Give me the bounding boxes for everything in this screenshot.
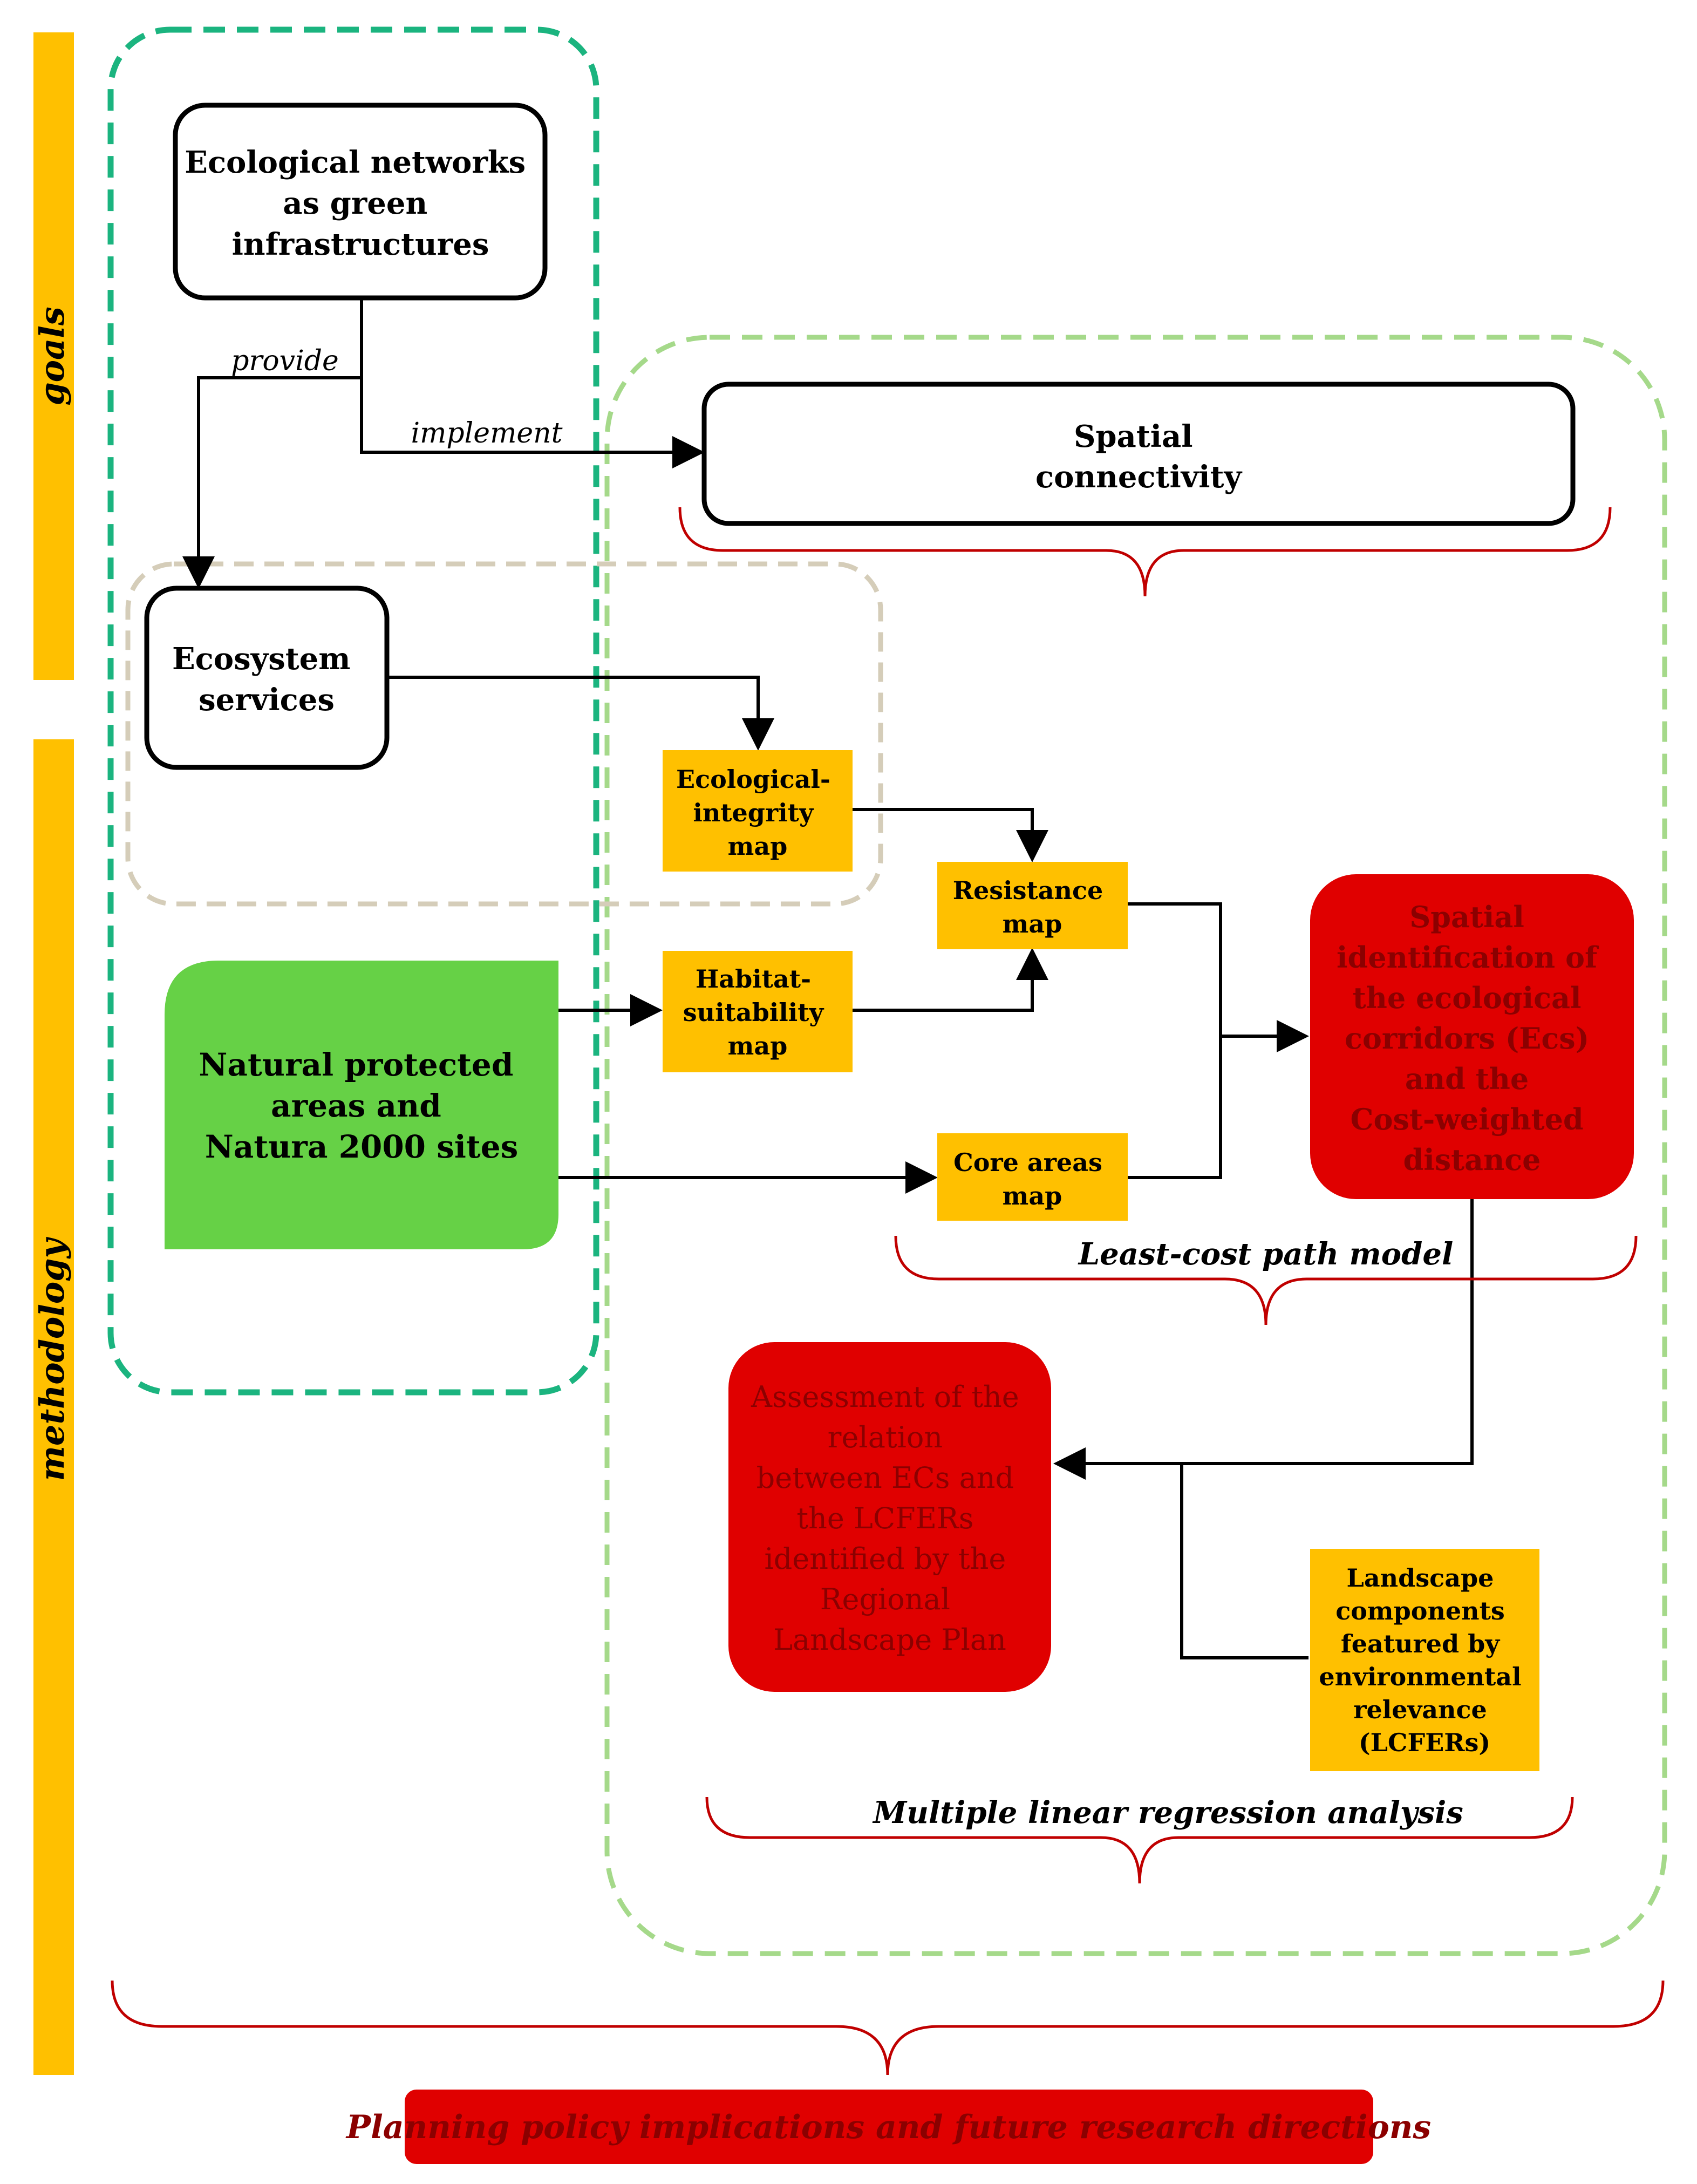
core-areas-map-box (937, 1133, 1128, 1221)
edge-resistance-to-join (1128, 902, 1222, 1179)
ecological-integrity-map-text: Ecological- integrity map (676, 765, 839, 861)
resistance-map-box (937, 862, 1128, 949)
provide-label: provide (231, 345, 339, 377)
least-cost-label: Least-cost path model (1078, 1236, 1453, 1272)
spatial-identification-text: Spatial identification of the ecological… (1337, 900, 1607, 1177)
methodology-bar (33, 739, 74, 2075)
methodology-region (604, 335, 1667, 1956)
spatial-connectivity-box (701, 382, 1576, 526)
landscape-components-box (1310, 1549, 1539, 1771)
footer-text: Planning policy implications and future … (345, 2108, 1431, 2146)
ecosystem-services-text: Ecosystem services (172, 641, 361, 718)
goals-bar (33, 32, 74, 680)
ecosystem-services-box (144, 586, 390, 770)
core-areas-map-text: Core areas map (953, 1148, 1111, 1210)
natural-protected-areas-box (165, 961, 558, 1249)
resistance-map-text: Resistance map (953, 876, 1112, 938)
connectors (182, 298, 1474, 1659)
edge-provide (182, 376, 362, 589)
methodology-label: methodology (32, 1236, 72, 1481)
braces (111, 507, 1665, 2076)
connectivity-brace (678, 507, 1612, 597)
edge-habitat-to-resistance (853, 948, 1048, 1012)
footer-box (405, 2090, 1373, 2164)
ecosystem-region (125, 561, 883, 907)
edge-implement (360, 298, 705, 468)
edge-lcfer-to-join (1180, 1464, 1308, 1659)
natural-protected-areas-text: Natural protected areas and Natura 2000 … (199, 1046, 524, 1165)
regression-label: Multiple linear regression analysis (872, 1795, 1463, 1831)
least-cost-brace (894, 1235, 1638, 1325)
green-infrastructure-region (107, 26, 599, 1396)
edge-ecosystem-to-integrity (389, 676, 774, 751)
habitat-suitability-map-box (663, 951, 853, 1072)
spatial-connectivity-text: Spatial connectivity (1035, 419, 1242, 495)
implement-label: implement (411, 417, 562, 450)
overall-brace (111, 1980, 1665, 2076)
regression-brace (705, 1797, 1574, 1884)
edge-identification-to-assessment (1053, 1199, 1474, 1480)
ecological-networks-box (173, 103, 548, 301)
ecological-integrity-map-box (663, 750, 853, 872)
assessment-text: Assessment of the relation between ECs a… (751, 1380, 1028, 1657)
habitat-suitability-map-text: Habitat- suitability map (683, 964, 832, 1060)
goals-label: goals (32, 307, 72, 405)
ecological-networks-text: Ecological networks as green infrastruct… (185, 145, 536, 262)
spatial-identification-box (1310, 874, 1634, 1199)
edge-integrity-to-resistance (853, 808, 1048, 862)
landscape-components-text: Landscape components featured by environ… (1319, 1563, 1530, 1757)
assessment-box (728, 1342, 1051, 1692)
